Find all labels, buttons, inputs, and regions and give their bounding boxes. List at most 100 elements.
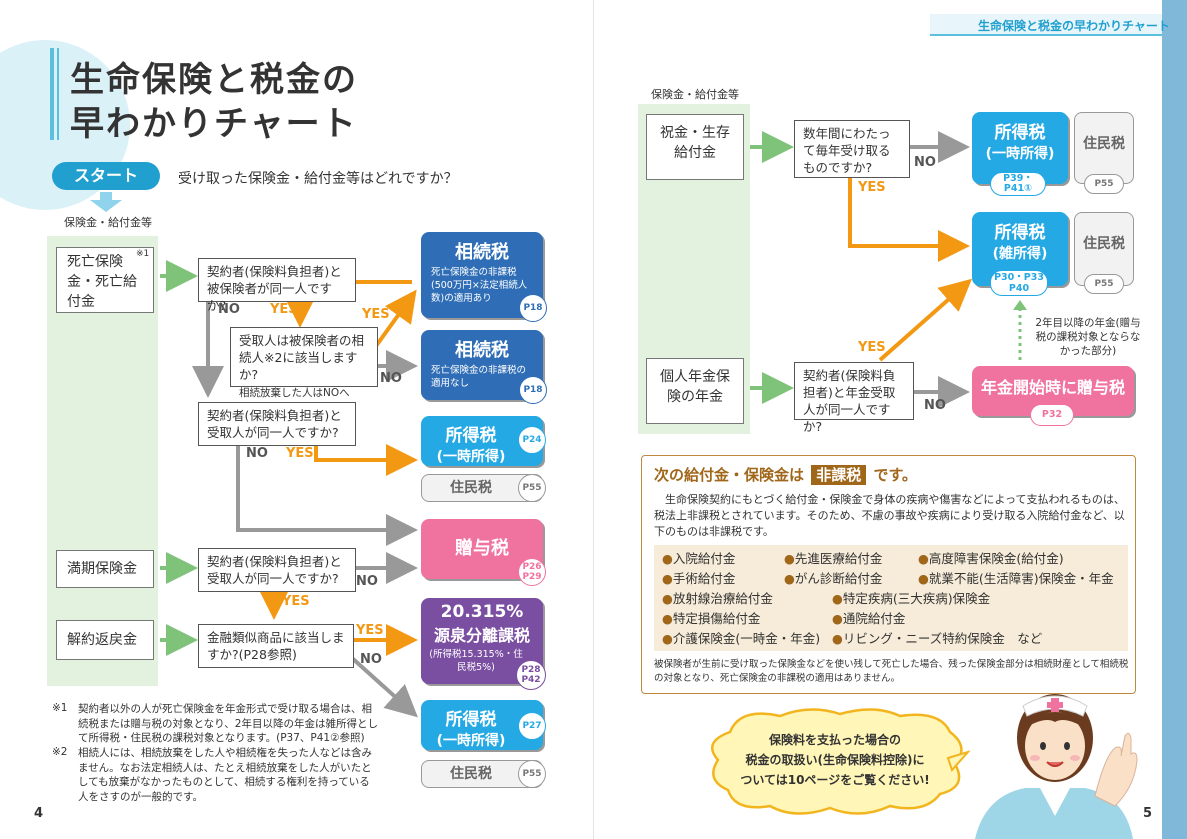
bubble-line-1: 保険料を支払った場合の xyxy=(768,733,901,747)
speech-bubble-text: 保険料を支払った場合の 税金の取扱い(生命保険料控除)に ついては10ページをご… xyxy=(722,730,948,790)
nontax-title-post: です。 xyxy=(873,466,918,484)
result-title: 住民税 xyxy=(1083,236,1125,252)
page-ref-badge[interactable]: P24 xyxy=(518,426,546,454)
label-yes-1: YES xyxy=(270,302,298,317)
category-death-benefit[interactable]: 死亡保険金・死亡給付金 xyxy=(56,247,154,313)
header-band xyxy=(930,14,1162,36)
page-ref-pill[interactable]: P55 xyxy=(1084,274,1124,294)
page-ref-badge[interactable]: P26 P29 xyxy=(518,558,546,586)
result-title: 住民税 xyxy=(1083,136,1125,152)
result-title: 所得税 xyxy=(994,123,1046,143)
category-surrender[interactable]: 解約返戻金 xyxy=(56,620,154,660)
label-yes-2: YES xyxy=(362,307,390,322)
header-band-title: 生命保険と税金の早わかりチャート xyxy=(978,19,1170,33)
label-yes-5: YES xyxy=(356,623,384,638)
nontax-item: ●介護保険金(一時金・年金) xyxy=(662,631,821,646)
label-no-4: NO xyxy=(356,574,378,589)
nontax-list: ●入院給付金 ●先進医療給付金 ●高度障害保険金(給付金) ●手術給付金 ●がん… xyxy=(654,545,1128,651)
title-bar xyxy=(50,48,54,140)
speech-bubble-shape xyxy=(710,708,970,815)
page-edge xyxy=(1162,0,1187,839)
page-ref-badge[interactable]: P27 xyxy=(518,712,546,740)
page-ref-1: P26 xyxy=(522,562,542,572)
label-yes-r2: YES xyxy=(858,340,886,355)
label-yes-4: YES xyxy=(282,594,310,609)
label-no-5: NO xyxy=(360,652,382,667)
result-title: 所得税 xyxy=(445,710,497,730)
left-flow-lines xyxy=(160,260,418,718)
right-column-label: 保険金・給付金等 xyxy=(651,88,739,101)
question-maturity: 契約者(保険料負担者)と受取人が同一人ですか? xyxy=(198,548,356,592)
result-sub: (所得税15.315%・住民税5%) xyxy=(429,649,523,673)
nontax-description: 生命保険契約にもとづく給付金・保険金で身体の疾病や傷害などによって支払われるもの… xyxy=(654,493,1125,538)
death-note-mark: ※1 xyxy=(136,249,150,259)
nurse-illustration-icon xyxy=(975,694,1138,839)
question-contractor-recipient: 契約者(保険料負担者)と受取人が同一人ですか? xyxy=(198,402,356,446)
result-title: 贈与税 xyxy=(455,538,509,559)
label-no-r2: NO xyxy=(924,398,946,413)
left-column-label: 保険金・給付金等 xyxy=(64,216,152,229)
nontax-item: ●入院給付金 xyxy=(662,551,736,566)
result-title: 所得税 xyxy=(994,223,1046,243)
page-ref-badge[interactable]: P55 xyxy=(518,474,546,502)
label-no-3: NO xyxy=(246,446,268,461)
page-ref-badge[interactable]: P28 P42 xyxy=(516,660,546,690)
result-resident-tax-r2[interactable]: 住民税 xyxy=(1074,212,1134,286)
result-sub: (一時所得) xyxy=(985,146,1055,162)
start-arrow-icon xyxy=(90,192,122,212)
page-ref-badge[interactable]: P18 xyxy=(519,294,547,322)
category-pension[interactable]: 個人年金保険の年金 xyxy=(646,358,744,424)
question-heir-note: 相続放棄した人はNOへ xyxy=(239,387,350,399)
result-title: 相続税 xyxy=(455,242,509,263)
nontax-item: ●通院給付金 xyxy=(832,611,906,626)
question-contractor-insured: 契約者(保険料負担者)と被保険者が同一人ですか? xyxy=(198,258,356,313)
nontax-item: ●がん診断給付金 xyxy=(784,571,883,586)
question-heir: 受取人は被保険者の相続人※2に該当しますか? 相続放棄した人はNOへ xyxy=(230,327,378,399)
bubble-line-3: ついては10ページをご覧ください! xyxy=(740,773,930,787)
page-ref-badge[interactable]: P18 xyxy=(519,376,547,404)
result-sub: 死亡保険金の非課税の適用なし xyxy=(431,365,527,389)
nontax-item: ●特定損傷給付金 xyxy=(662,611,761,626)
result-sub: (一時所得) xyxy=(436,449,506,465)
result-income-tax-onetime[interactable]: 所得税 (一時所得) xyxy=(972,112,1068,184)
page-ref-1: P28 xyxy=(521,665,541,675)
result-income-tax-1[interactable]: 所得税 (一時所得) xyxy=(421,416,543,466)
question-pension-recipient: 契約者(保険料負担者)と年金受取人が同一人ですか? xyxy=(794,362,914,434)
label-yes-r1: YES xyxy=(858,180,886,195)
page-ref-pill[interactable]: P32 xyxy=(1030,404,1074,426)
label-no-2: NO xyxy=(380,371,402,386)
result-title: 住民税 xyxy=(450,766,492,782)
result-sub: 死亡保険金の非課税(500万円×法定相続人数)の適用あり xyxy=(431,267,528,304)
page-ref-pill[interactable]: P39・P41① xyxy=(990,172,1046,196)
start-badge: スタート xyxy=(52,162,160,190)
note-2nd-year: 2年目以降の年金(贈与税の課税対象とならなかった部分) xyxy=(1035,317,1141,357)
nontax-item: ●先進医療給付金 xyxy=(784,551,883,566)
nontax-footnote: 被保険者が生前に受け取った保険金などを使い残して死亡した場合、残った保険金部分は… xyxy=(654,659,1129,684)
nontax-item: ●就業不能(生活障害)保険金・年金 xyxy=(918,571,1114,586)
page-title-line1: 生命保険と税金の xyxy=(70,60,358,100)
result-withholding-tax[interactable]: 20.315% 源泉分離課税 (所得税15.315%・住民税5%) xyxy=(421,598,543,684)
page-number-right: 5 xyxy=(1143,806,1153,821)
category-celebration[interactable]: 祝金・生存給付金 xyxy=(646,114,744,180)
result-title: 住民税 xyxy=(450,480,492,496)
page-title-line2: 早わかりチャート xyxy=(70,104,358,144)
footnote-1: 契約者以外の人が死亡保険金を年金形式で受け取る場合は、相続税または贈与税の対象と… xyxy=(78,703,378,744)
label-yes-3: YES xyxy=(286,446,314,461)
footnote-2: 相続人には、相続放棄をした人や相続権を失った人などは含みません。なお法定相続人は… xyxy=(78,747,372,803)
result-title-1: 20.315% xyxy=(440,602,524,622)
page-gutter xyxy=(593,0,594,839)
nontax-title-pre: 次の給付金・保険金は xyxy=(654,466,805,484)
footnote-2-mark: ※2 xyxy=(52,746,68,758)
nontax-title: 次の給付金・保険金は 非課税 です。 xyxy=(654,464,917,485)
page-ref-2: P29 xyxy=(522,572,542,582)
page-ref-badge[interactable]: P55 xyxy=(518,760,546,788)
page-ref-pill[interactable]: P30・P33 P40 xyxy=(990,270,1048,296)
page-ref-pill[interactable]: P55 xyxy=(1084,174,1124,194)
footnote-1-mark: ※1 xyxy=(52,702,68,714)
result-title: 年金開始時に贈与税 xyxy=(980,378,1125,397)
category-maturity[interactable]: 満期保険金 xyxy=(56,550,154,588)
result-resident-tax-r1[interactable]: 住民税 xyxy=(1074,112,1134,184)
result-sub: (一時所得) xyxy=(436,733,506,749)
